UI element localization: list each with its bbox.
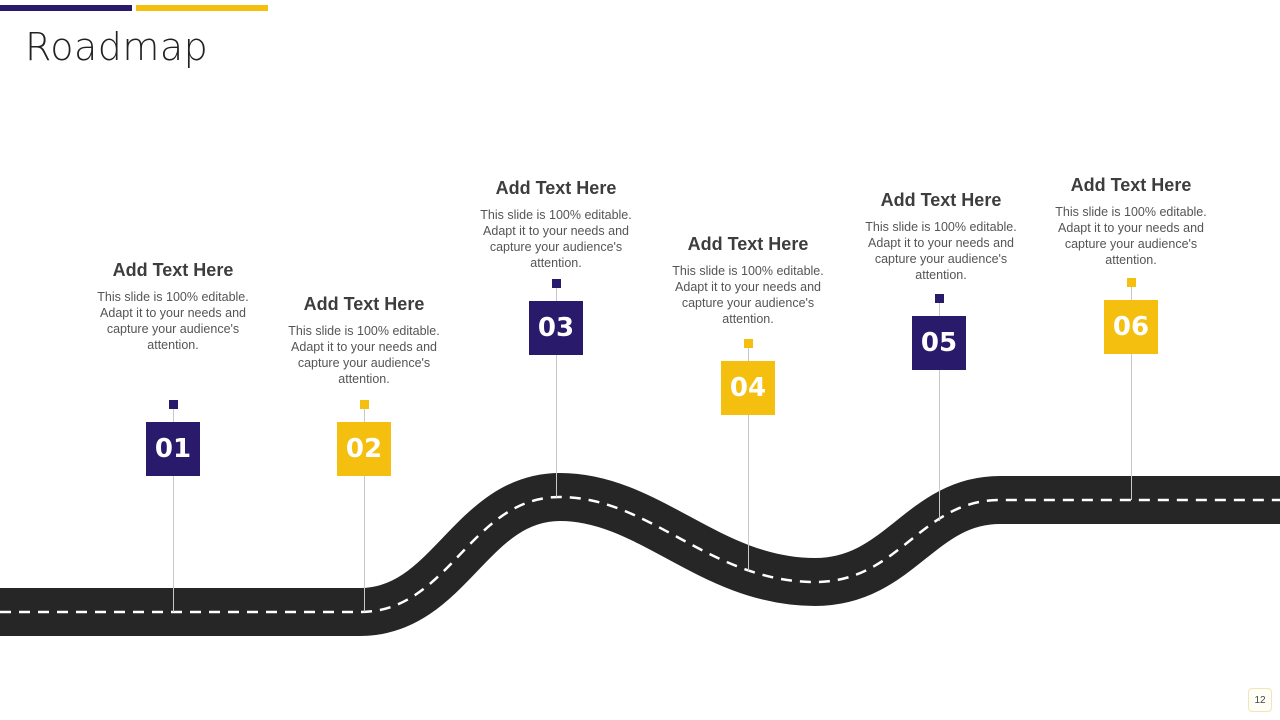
marker-dot xyxy=(935,294,944,303)
connector-line xyxy=(748,348,749,572)
connector-line xyxy=(1131,287,1132,500)
milestone-heading: Add Text Here xyxy=(303,294,425,314)
connector-line xyxy=(364,409,365,612)
milestone-text: Add Text Here This slide is 100% editabl… xyxy=(466,178,646,271)
accent-bar-purple xyxy=(0,5,132,11)
milestone-text: Add Text Here This slide is 100% editabl… xyxy=(1041,175,1221,268)
milestone-number: 02 xyxy=(337,422,391,476)
connector-line xyxy=(173,409,174,612)
milestone-number: 03 xyxy=(529,301,583,355)
milestone-heading: Add Text Here xyxy=(687,234,809,254)
milestone-text: Add Text Here This slide is 100% editabl… xyxy=(274,294,454,387)
milestone-body: This slide is 100% editable. Adapt it to… xyxy=(480,208,632,270)
marker-dot xyxy=(169,400,178,409)
marker-dot xyxy=(1127,278,1136,287)
milestone-heading: Add Text Here xyxy=(880,190,1002,210)
milestone-number: 06 xyxy=(1104,300,1158,354)
marker-dot xyxy=(552,279,561,288)
milestone-body: This slide is 100% editable. Adapt it to… xyxy=(865,220,1017,282)
milestone-heading: Add Text Here xyxy=(112,260,234,280)
accent-bar-yellow xyxy=(136,5,268,11)
milestone-body: This slide is 100% editable. Adapt it to… xyxy=(97,290,249,352)
page-title: Roadmap xyxy=(25,25,209,69)
milestone-body: This slide is 100% editable. Adapt it to… xyxy=(288,324,440,386)
milestone-number: 04 xyxy=(721,361,775,415)
marker-dot xyxy=(744,339,753,348)
milestone-number: 01 xyxy=(146,422,200,476)
connector-line xyxy=(556,288,557,497)
milestone-text: Add Text Here This slide is 100% editabl… xyxy=(851,190,1031,283)
milestone-body: This slide is 100% editable. Adapt it to… xyxy=(1055,205,1207,267)
milestone-text: Add Text Here This slide is 100% editabl… xyxy=(658,234,838,327)
connector-line xyxy=(939,303,940,521)
page-number: 12 xyxy=(1248,688,1272,712)
milestone-body: This slide is 100% editable. Adapt it to… xyxy=(672,264,824,326)
milestone-heading: Add Text Here xyxy=(1070,175,1192,195)
milestone-heading: Add Text Here xyxy=(495,178,617,198)
milestone-number: 05 xyxy=(912,316,966,370)
marker-dot xyxy=(360,400,369,409)
milestone-text: Add Text Here This slide is 100% editabl… xyxy=(83,260,263,353)
